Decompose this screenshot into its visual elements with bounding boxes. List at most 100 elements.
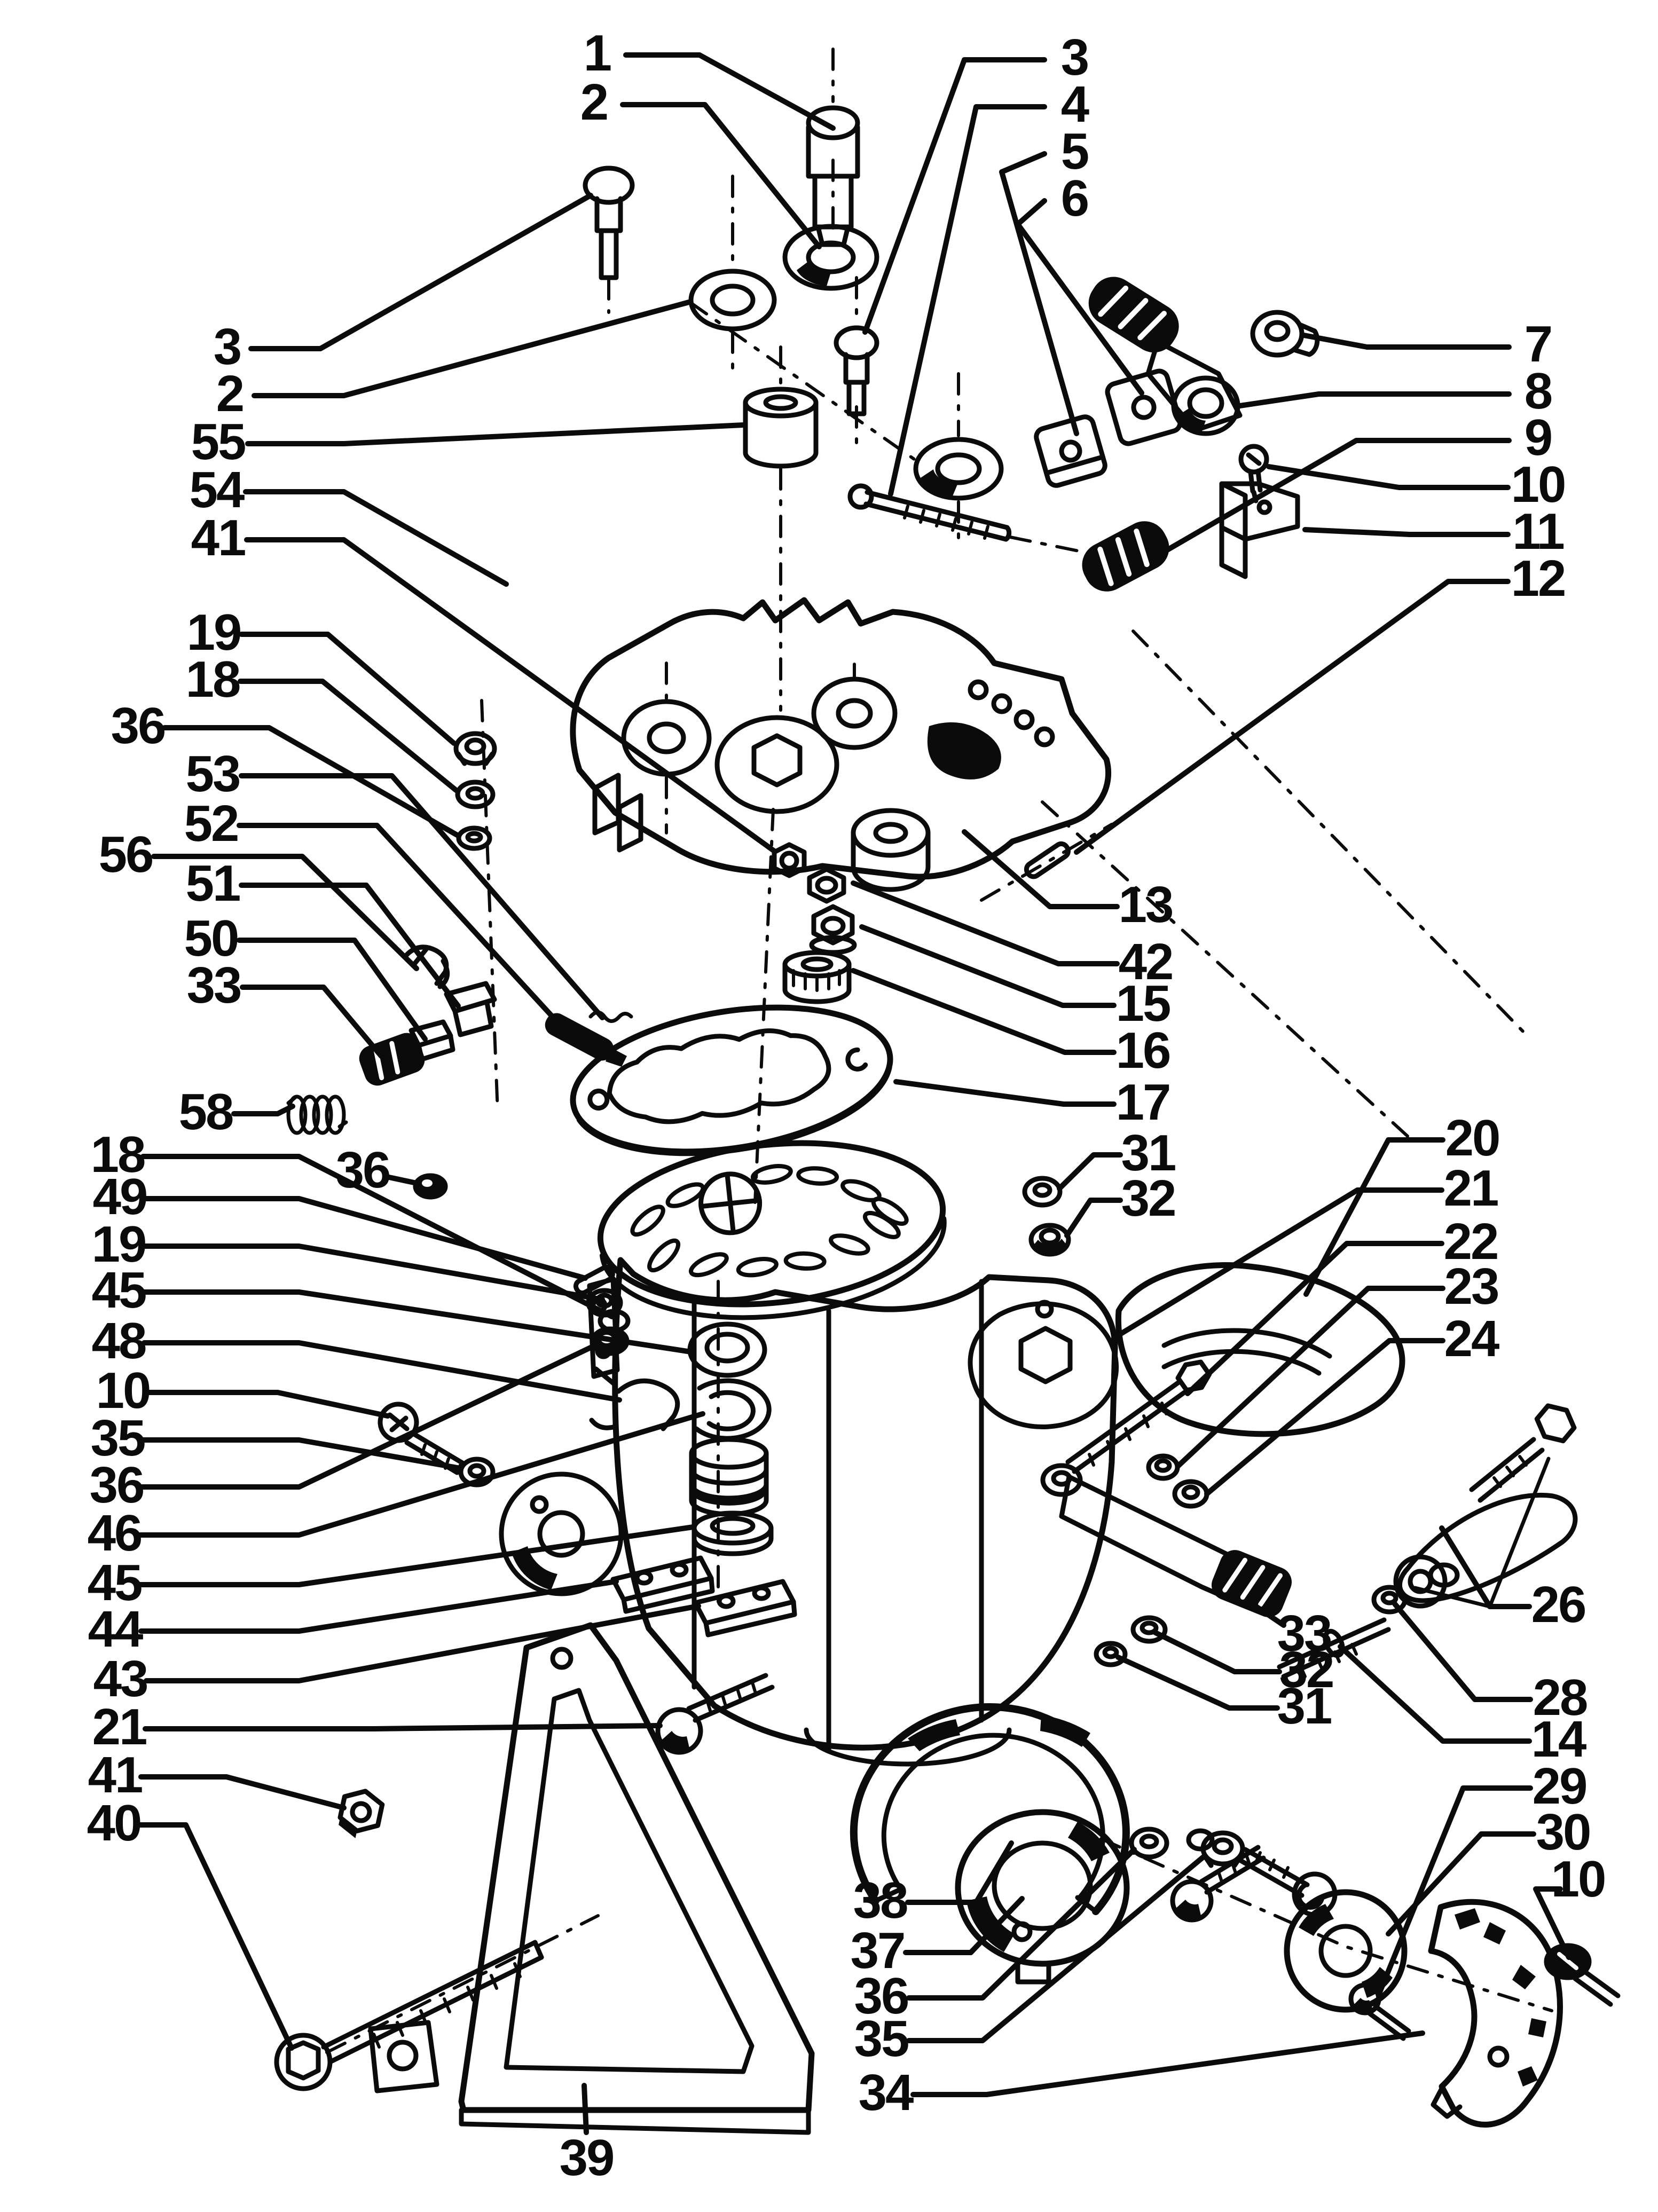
leader-2 [620,102,822,249]
leader-36 [162,725,460,838]
part-collar-16 [782,950,852,1004]
part-washer-37t [1129,1827,1169,1860]
part-circlip-48 [589,1366,680,1431]
part-washer-36-mid [413,1173,448,1200]
part-cap-32-upper [1028,1223,1071,1257]
part-pad-33-right [1212,1550,1292,1617]
leader-49 [143,1196,588,1281]
callout-22: 22 [1443,1213,1499,1270]
callout-34: 34 [858,2064,914,2121]
part-square-nut-5 [1034,414,1107,488]
leader-31 [1057,1152,1123,1191]
leader-35 [140,1437,463,1471]
part-cover-13 [570,597,1112,892]
callout-13: 13 [1118,876,1174,933]
leader-50 [237,938,428,1042]
callout-50: 50 [184,910,240,967]
callout-21: 21 [92,1698,148,1756]
callout-58: 58 [178,1083,234,1140]
callout-36: 36 [111,697,167,754]
leader-58 [231,1104,295,1116]
part-bushing-55 [743,387,819,469]
leader-19 [239,632,457,746]
callout-44: 44 [88,1601,144,1658]
part-stud-14 [1277,1617,1391,1679]
leader-48 [142,1340,622,1403]
callout-29: 29 [1532,1758,1588,1815]
leader-40 [136,1822,294,2051]
callout-41: 41 [88,1746,144,1804]
part-bearing-2-right [913,437,1004,501]
leader-21 [1111,1187,1444,1341]
leader-22 [1185,1241,1444,1396]
leader-54 [243,489,509,587]
leader-6 [1015,198,1144,396]
leader-30 [1386,1831,1536,1937]
leader-29 [1376,1785,1533,1997]
leader-15 [859,924,1117,1008]
leader-11 [1302,527,1511,537]
callout-40: 40 [87,1794,143,1852]
callout-31: 31 [1277,1678,1333,1735]
leader-55 [245,422,746,446]
leader-46 [137,1411,705,1538]
part-nut-19 [453,731,497,766]
callout-39: 39 [559,2129,615,2186]
leader-14 [1338,1644,1532,1744]
leader-32 [1064,1198,1123,1238]
callout-12: 12 [1511,550,1567,607]
part-washer-31-lower [1094,1641,1128,1667]
part-nut-41-bottom [337,1789,385,1838]
callout-54: 54 [189,461,245,518]
leader-56 [151,854,419,971]
callout-32: 32 [1279,1641,1335,1698]
callout-31: 31 [1121,1124,1177,1182]
leader-13 [962,829,1120,909]
callout-56: 56 [98,826,154,883]
leader-8 [1237,391,1512,408]
callout-11: 11 [1512,503,1565,560]
leader-34 [910,2030,1425,2097]
callout-1: 1 [583,25,612,82]
part-bar-44 [610,1555,715,1614]
part-washer-32-lower [1130,1615,1168,1644]
leader-21 [143,1723,663,1731]
leader-41 [138,1774,347,1810]
part-bar-43 [693,1579,797,1638]
part-washer-18 [455,780,496,809]
callout-4: 4 [1060,76,1089,133]
leader-3 [248,193,593,351]
callout-18: 18 [90,1126,146,1183]
callout-17: 17 [1115,1074,1172,1131]
leader-20 [1303,1137,1445,1297]
leader-2 [252,300,692,398]
callout-19: 19 [91,1216,147,1273]
leader-26 [1439,1525,1532,1609]
part-washer-31-upper [1022,1176,1063,1208]
callout-7: 7 [1524,316,1553,373]
callout-53: 53 [185,745,241,802]
part-pin-12 [1024,841,1071,879]
part-spring-58 [286,1095,348,1135]
leader-19 [142,1243,605,1302]
part-bolt-21-left [655,1673,775,1755]
part-claw-34 [1428,1899,1563,2128]
leader-36 [139,1344,595,1490]
leader-31 [1115,1655,1280,1711]
leader-17 [893,1079,1117,1107]
callout-10: 10 [96,1362,152,1419]
callout-49: 49 [92,1168,148,1225]
leader-45 [142,1289,694,1355]
part-nut-42 [807,867,846,904]
callout-43: 43 [93,1650,149,1707]
leader-53 [239,773,605,1020]
callout-35: 35 [90,1410,146,1467]
leader-7 [1301,333,1512,350]
part-plug-9 [1082,521,1169,592]
part-lever-26 [1371,1403,1578,1615]
callout-10: 10 [1551,1851,1607,1908]
part-bracket-11 [1219,481,1300,579]
callout-16: 16 [1115,1022,1172,1079]
callout-45: 45 [87,1554,143,1611]
